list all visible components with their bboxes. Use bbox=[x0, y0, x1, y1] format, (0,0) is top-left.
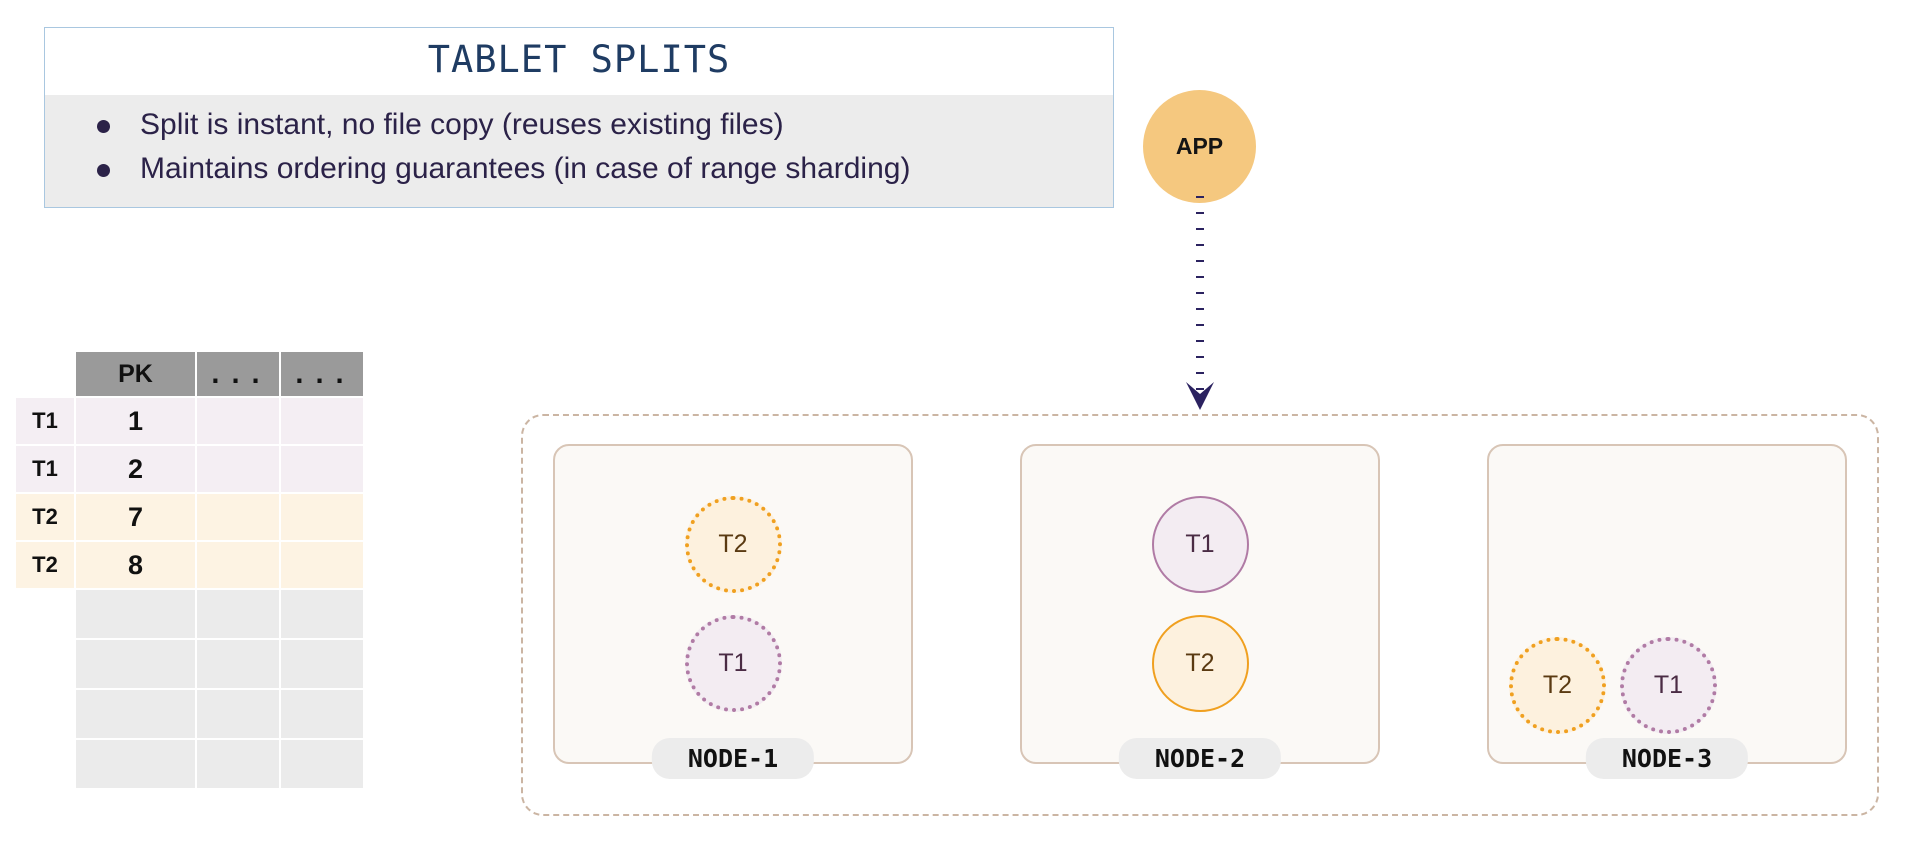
table-row: T1 1 bbox=[16, 398, 363, 444]
cell-col3 bbox=[281, 398, 363, 444]
cell-pk bbox=[76, 640, 195, 688]
cell-col2 bbox=[197, 446, 279, 492]
cell-col3 bbox=[281, 542, 363, 588]
tablet-label: T2 bbox=[718, 530, 748, 558]
list-item: Maintains ordering guarantees (in case o… bbox=[45, 147, 1113, 191]
node-3-tablets: T2 T1 bbox=[1489, 446, 1845, 762]
row-tag bbox=[16, 690, 74, 738]
node-2-label: NODE-2 bbox=[1118, 738, 1282, 779]
table-row bbox=[16, 590, 363, 638]
cell-pk bbox=[76, 590, 195, 638]
cell-pk bbox=[76, 690, 195, 738]
tablet-label: T1 bbox=[718, 649, 748, 677]
tag-header-spacer bbox=[16, 352, 74, 396]
tablet-label: T1 bbox=[1653, 671, 1684, 699]
app-node-label: APP bbox=[1175, 133, 1224, 159]
bullet-text: Split is instant, no file copy (reuses e… bbox=[140, 107, 784, 141]
row-tag bbox=[16, 740, 74, 788]
cell-col2 bbox=[197, 542, 279, 588]
pk-table: PK ... ... T1 1 T1 2 T2 7 T2 8 bbox=[14, 350, 365, 790]
cell-col3 bbox=[281, 446, 363, 492]
bullet-dot-icon bbox=[97, 164, 110, 178]
cell-col3 bbox=[281, 690, 363, 738]
table-header-row: PK ... ... bbox=[16, 352, 363, 396]
table-row: T2 7 bbox=[16, 494, 363, 540]
table-row bbox=[16, 690, 363, 738]
callout-bullet-list: Split is instant, no file copy (reuses e… bbox=[45, 94, 1113, 208]
cell-col2 bbox=[197, 494, 279, 540]
cell-col2 bbox=[197, 690, 279, 738]
tablet-t2: T2 bbox=[684, 496, 782, 593]
list-item: Split is instant, no file copy (reuses e… bbox=[45, 103, 1113, 147]
tablet-label: T2 bbox=[1542, 671, 1573, 699]
row-tag: T2 bbox=[16, 542, 74, 588]
tablet-t1: T1 bbox=[1151, 496, 1249, 593]
table-row: T1 2 bbox=[16, 446, 363, 492]
tablet-t1: T1 bbox=[1620, 637, 1717, 734]
cluster-container: T2 T1 NODE-1 T1 T2 NODE-2 bbox=[521, 414, 1879, 816]
table-row bbox=[16, 640, 363, 688]
app-node: APP bbox=[1143, 90, 1256, 203]
node-3: T2 T1 NODE-3 bbox=[1487, 444, 1847, 779]
column-header-col3: ... bbox=[281, 352, 363, 396]
bullet-dot-icon bbox=[97, 119, 110, 133]
node-1-label: NODE-1 bbox=[651, 738, 815, 779]
cell-pk: 7 bbox=[76, 494, 195, 540]
node-1-tablets: T2 T1 bbox=[555, 446, 911, 762]
cell-col2 bbox=[197, 640, 279, 688]
row-tag: T1 bbox=[16, 446, 74, 492]
column-header-pk: PK bbox=[76, 352, 195, 396]
cell-col3 bbox=[281, 590, 363, 638]
node-1: T2 T1 NODE-1 bbox=[553, 444, 913, 779]
table-row: T2 8 bbox=[16, 542, 363, 588]
table-row bbox=[16, 740, 363, 788]
cell-pk: 8 bbox=[76, 542, 195, 588]
cell-pk bbox=[76, 740, 195, 788]
row-tag: T1 bbox=[16, 398, 74, 444]
cell-col2 bbox=[197, 740, 279, 788]
cell-col2 bbox=[197, 590, 279, 638]
tablet-t1: T1 bbox=[684, 615, 782, 712]
tablet-splits-callout: TABLET SPLITS Split is instant, no file … bbox=[44, 27, 1114, 209]
tablet-t2: T2 bbox=[1509, 637, 1606, 734]
cell-pk: 2 bbox=[76, 446, 195, 492]
node-2-tablets: T1 T2 bbox=[1022, 446, 1378, 762]
app-to-cluster-arrow-icon bbox=[1186, 196, 1214, 410]
column-header-col2: ... bbox=[197, 352, 279, 396]
cell-col2 bbox=[197, 398, 279, 444]
cell-col3 bbox=[281, 740, 363, 788]
cell-col3 bbox=[281, 494, 363, 540]
bullet-text: Maintains ordering guarantees (in case o… bbox=[140, 152, 911, 186]
tablet-label: T2 bbox=[1185, 649, 1215, 677]
node-2: T1 T2 NODE-2 bbox=[1020, 444, 1380, 779]
row-tag bbox=[16, 640, 74, 688]
cell-pk: 1 bbox=[76, 398, 195, 444]
node-3-label: NODE-3 bbox=[1585, 738, 1749, 779]
page-title: TABLET SPLITS bbox=[45, 28, 1113, 95]
row-tag: T2 bbox=[16, 494, 74, 540]
tablet-t2: T2 bbox=[1151, 615, 1249, 712]
cell-col3 bbox=[281, 640, 363, 688]
row-tag bbox=[16, 590, 74, 638]
tablet-label: T1 bbox=[1185, 530, 1215, 558]
